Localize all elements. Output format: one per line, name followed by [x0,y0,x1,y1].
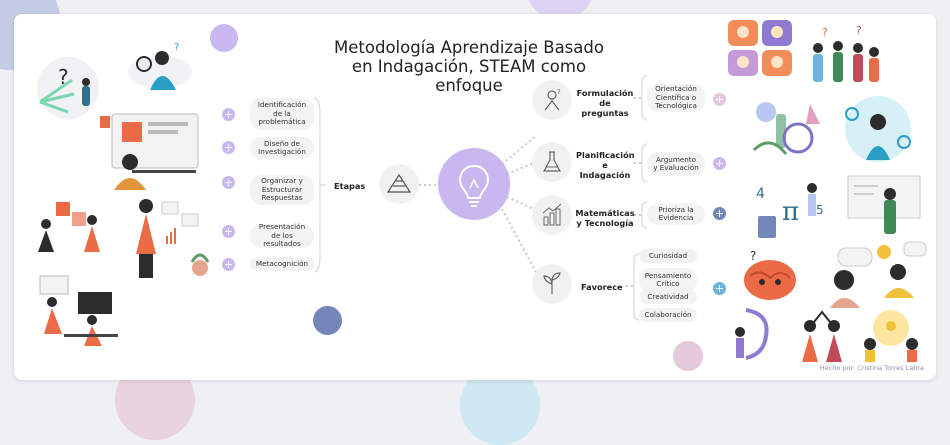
illustration-man-ideas [877,241,927,298]
expand-plus-icon[interactable]: + [713,157,726,170]
item-pill-colaboracion: Colaboración [639,308,697,322]
branch-node-formulacion: ? [532,80,572,120]
illustration-question-faces [728,20,792,76]
expand-plus-icon[interactable]: + [713,93,726,106]
illustration-woman-tech [845,96,911,162]
item-pill-orientacion: Orientación Científica o Tecnológica [647,84,705,112]
center-node [438,148,510,220]
etapa-pill-2: Diseño de Investigación [250,137,314,159]
item-pill-pensamiento: Pensamiento Crítico [639,268,697,292]
person-question-icon: ? [544,88,561,111]
lightbulb-icon [458,164,490,207]
item-pill-curiosidad: Curiosidad [639,249,697,263]
item-pill-creatividad: Creatividad [639,290,697,304]
title-line-3: enfoque [435,76,503,95]
etapa-pill-5: Metacognición [250,257,314,271]
svg-text:?: ? [557,88,561,96]
svg-text:?: ? [856,24,862,37]
illustration-team-puzzle [38,202,100,252]
expand-plus-icon[interactable]: + [222,225,235,238]
illustration-lab-science [752,102,820,155]
branch-label-favorece: Favorece [581,282,623,292]
illustration-woman-magnifier: ? [128,42,192,90]
branch-node-matematicas [532,195,572,235]
branch-label-formulacion: Formulación de preguntas [576,88,634,118]
illustration-group-questions: ? ? [813,24,879,82]
flask-icon [542,151,562,172]
title-line-1: Metodología Aprendizaje Basado [334,38,604,57]
illustration-collaboration [864,310,918,362]
svg-text:4: 4 [756,186,765,202]
deco-circle-lilac [210,24,238,52]
item-pill-prioriza: Prioriza la Evidencia [647,203,705,225]
expand-plus-icon[interactable]: + [713,207,726,220]
svg-text:?: ? [174,42,179,53]
illustration-man-board [847,175,921,234]
etapa-pill-3: Organizar y Estructurar Respuestas [250,175,314,205]
svg-text:?: ? [750,249,756,263]
connector-lines [313,75,648,321]
infographic-card: Metodología Aprendizaje Basado en Indaga… [14,14,936,380]
expand-plus-icon[interactable]: + [222,141,235,154]
svg-text:π: π [782,197,799,227]
branch-label-planificacion: Planificación e Indagación [576,150,635,180]
expand-plus-icon[interactable]: + [222,176,235,189]
svg-text:?: ? [58,65,69,89]
illustration-question-arrows: ? [37,57,99,119]
illustration-creative-head [735,308,769,360]
etapa-pill-1: Identificación de la problemática [250,98,314,130]
deco-circle-blue [313,306,342,335]
expand-plus-icon[interactable]: + [222,108,235,121]
illustration-thinking-woman [830,247,873,308]
svg-text:5: 5 [816,203,824,217]
etapas-node [379,164,419,204]
title-line-2: en Indagación, STEAM como [351,57,587,76]
pyramid-icon [386,173,412,193]
expand-plus-icon[interactable]: + [713,282,726,295]
expand-plus-icon[interactable]: + [222,258,235,271]
branch-label-matematicas: Matemáticas y Tecnología [575,208,635,228]
branch-node-planificacion [532,142,572,182]
item-pill-argumento: Argumento y Evaluación [647,152,705,176]
page-title: Metodología Aprendizaje Basado en Indaga… [314,38,624,95]
credit-text: Hecho por: Cristina Torres Labra [819,364,924,372]
etapas-label: Etapas [334,181,366,191]
illustration-pi-math: 4 π 5 [756,183,824,238]
bar-chart-icon [542,203,562,226]
illustration-brain: ? [744,249,796,300]
plant-icon [543,272,561,294]
svg-text:?: ? [822,26,828,39]
illustration-people-boards [39,275,118,346]
deco-circle-pink [673,341,703,371]
illustration-woman-charts [136,199,210,278]
illustration-laptop-board [100,113,199,190]
etapa-pill-4: Presentación de los resultados [250,223,314,248]
branch-node-favorece [532,264,572,304]
illustration-high-five [802,310,842,362]
